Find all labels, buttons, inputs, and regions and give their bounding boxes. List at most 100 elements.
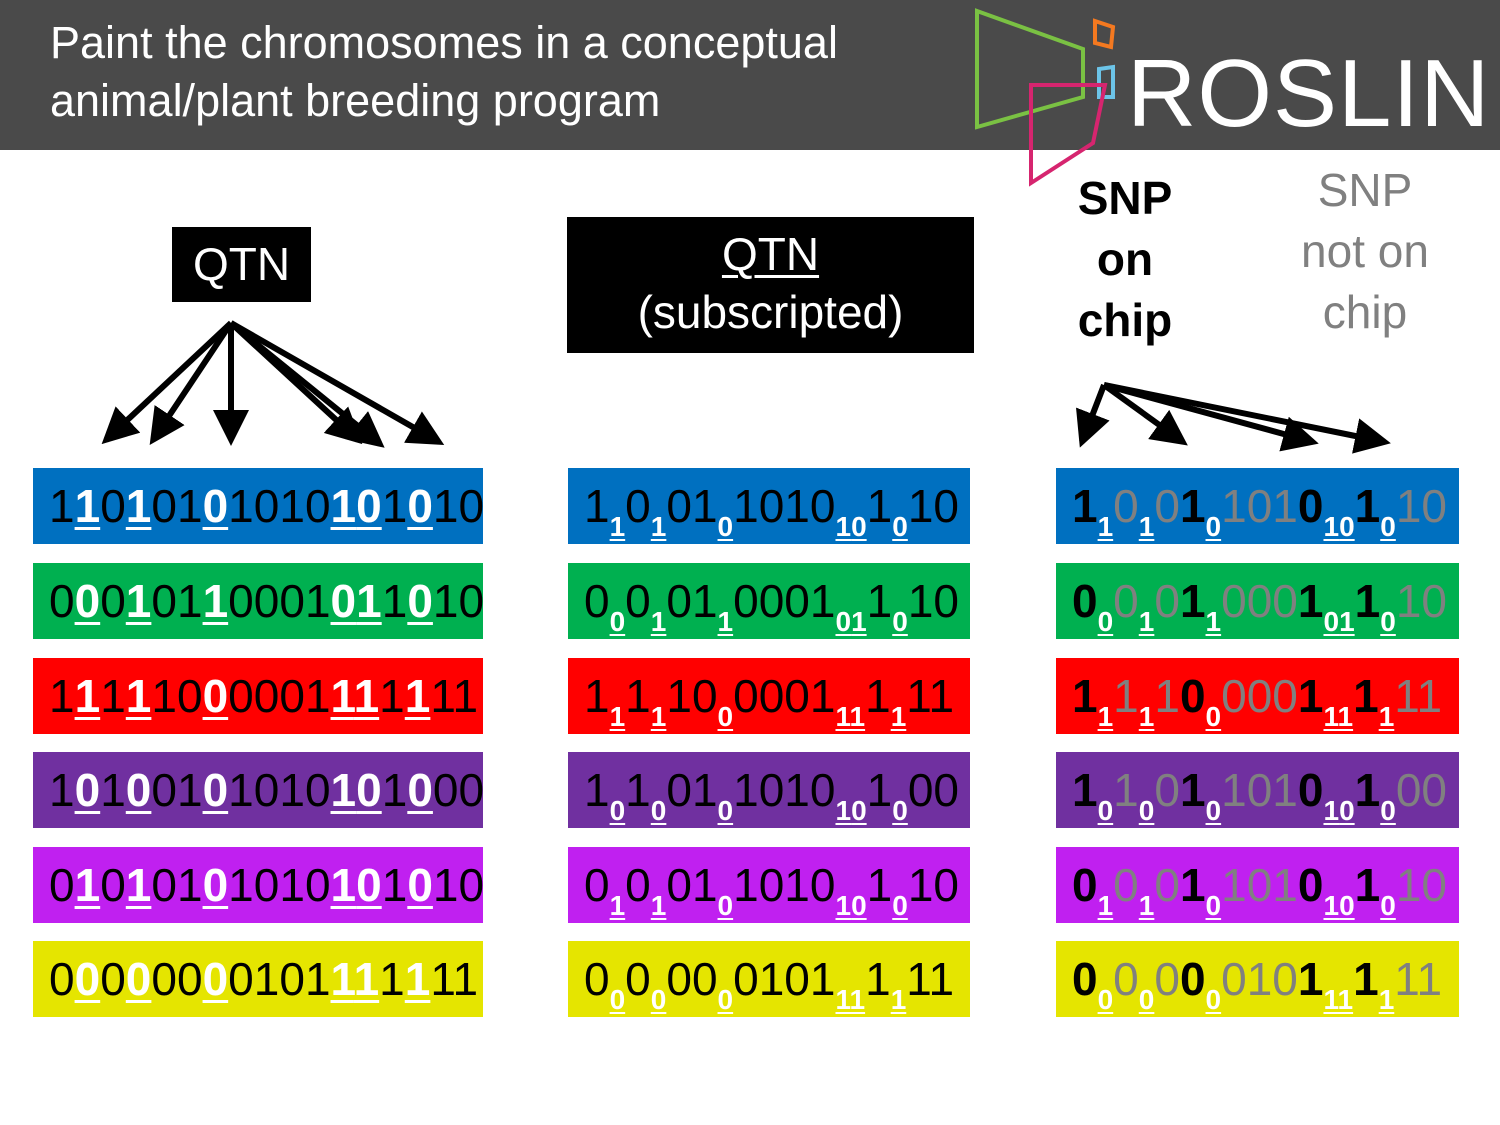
qtn-arrow-6	[229, 320, 445, 445]
allele: 0	[758, 859, 785, 911]
qtn-allele-subscript: 0	[851, 890, 867, 921]
snp-on-chip-allele: 0	[1297, 764, 1324, 816]
qtn-allele-subscript: 0	[717, 511, 734, 542]
qtn-allele: 1	[202, 575, 229, 627]
allele: 1	[228, 859, 254, 911]
snp-off-line-3: chip	[1322, 286, 1408, 338]
allele: 1	[691, 480, 718, 532]
snp-on-line-3: chip	[1077, 294, 1173, 346]
snp-off-chip-allele: 0	[1421, 859, 1447, 911]
qtn-allele: 1	[353, 670, 380, 722]
snp-off-chip-allele: 1	[1395, 480, 1422, 532]
qtn-allele-subscript: 0	[1339, 795, 1355, 826]
allele: 1	[279, 859, 305, 911]
allele: 1	[906, 953, 929, 1005]
qtn-allele-subscript: 0	[892, 606, 908, 637]
snp-off-chip-allele: 1	[1221, 480, 1247, 532]
qtn-allele-subscript: 1	[835, 795, 852, 826]
allele: 1	[176, 859, 203, 911]
qtn-allele-subscript: 1	[835, 511, 852, 542]
allele: 0	[625, 859, 651, 911]
snp-on-chip-allele: 0	[1179, 953, 1206, 1005]
snp-on-chip-allele: 1	[1297, 575, 1324, 627]
logo-text: ROSLIN	[1127, 40, 1491, 147]
chromosome-bar-qtn-1: 11010101010101010	[33, 468, 484, 544]
snp-off-chip-allele: 0	[1246, 575, 1273, 627]
chromosome-bar-subscripted-5: 01010101010101010	[568, 847, 970, 923]
allele: 0	[784, 953, 810, 1005]
snp-arrow-1	[1076, 383, 1110, 448]
snp-off-chip-allele: 0	[1113, 480, 1139, 532]
allele: 0	[691, 670, 718, 722]
qtn-allele-subscript: 0	[1339, 890, 1355, 921]
allele: 1	[866, 764, 893, 816]
snp-off-chip-allele: 1	[1154, 670, 1180, 722]
allele: 0	[809, 859, 836, 911]
qtn-allele-subscript: 0	[1205, 984, 1222, 1015]
snp-off-chip-allele: 0	[1113, 859, 1139, 911]
qtn-allele-subscript: 1	[1138, 511, 1155, 542]
qtn-allele: 1	[74, 480, 101, 532]
allele: 0	[253, 764, 280, 816]
allele: 0	[151, 575, 177, 627]
allele: 0	[733, 575, 759, 627]
qtn-allele-subscript: 0	[609, 606, 626, 637]
allele: 0	[304, 764, 331, 816]
qtn-allele-subscript: 1	[1323, 795, 1340, 826]
snp-off-chip-allele: 0	[1246, 859, 1273, 911]
allele: 0	[907, 764, 934, 816]
title-line-2: animal/plant breeding program	[50, 75, 661, 126]
allele: 1	[928, 670, 955, 722]
qtn-allele-subscript: 1	[1323, 701, 1338, 732]
qtn-allele-subscript: 0	[892, 890, 908, 921]
chromosome-bar-subscripted-4: 10100101010101000	[568, 752, 970, 828]
allele: 0	[933, 859, 959, 911]
snp-off-chip-allele: 0	[1221, 953, 1247, 1005]
allele: 1	[432, 859, 459, 911]
allele: 1	[691, 859, 718, 911]
allele: 0	[666, 480, 692, 532]
snp-on-chip-allele: 0	[1297, 859, 1324, 911]
snp-on-chip-allele: 1	[1353, 670, 1379, 722]
chromosome-bar-qtn-4: 10100101010101000	[33, 752, 484, 828]
allele: 1	[176, 575, 203, 627]
allele: 1	[866, 859, 893, 911]
qtn-allele: 0	[330, 575, 357, 627]
snp-off-chip-allele: 0	[1154, 480, 1180, 532]
qtn-allele-subscript: 0	[1205, 890, 1222, 921]
qtn-allele-subscript: 0	[1380, 795, 1396, 826]
allele: 0	[304, 859, 331, 911]
allele: 0	[758, 670, 785, 722]
qtn-allele-subscript: 1	[609, 701, 626, 732]
allele: 1	[304, 670, 331, 722]
snp-on-chip-allele: 0	[1179, 670, 1206, 722]
chromosome-bar-qtn-5: 01010101010101010	[33, 847, 484, 923]
qtn-label: QTN	[192, 238, 291, 290]
allele: 1	[176, 480, 203, 532]
qtn-allele-subscript: 0	[1205, 511, 1222, 542]
allele: 1	[809, 670, 836, 722]
allele: 0	[151, 859, 177, 911]
allele: 1	[432, 480, 459, 532]
allele: 0	[253, 575, 280, 627]
snp-off-chip-allele: 1	[1221, 764, 1247, 816]
chromosome-bar-snp-5: 01010101010101010	[1056, 847, 1459, 923]
snp-on-chip-allele: 0	[1297, 480, 1324, 532]
snp-on-chip-label: SNP on chip	[1050, 168, 1200, 351]
snp-off-chip-allele: 1	[1416, 953, 1443, 1005]
qtn-allele: 0	[202, 859, 229, 911]
snp-on-chip-allele: 1	[1179, 575, 1206, 627]
qtn-arrow-5	[229, 320, 385, 448]
snp-off-chip-allele: 1	[1246, 953, 1273, 1005]
allele: 0	[784, 670, 810, 722]
qtn-allele: 1	[330, 480, 357, 532]
qtn-allele: 1	[356, 575, 382, 627]
allele: 1	[381, 480, 408, 532]
allele: 0	[100, 859, 126, 911]
allele: 0	[625, 953, 651, 1005]
allele: 0	[758, 575, 785, 627]
snp-off-chip-allele: 1	[1113, 764, 1139, 816]
allele: 0	[228, 670, 254, 722]
allele: 1	[253, 953, 280, 1005]
chromosome-bar-subscripted-3: 11111000001111111	[568, 658, 970, 734]
